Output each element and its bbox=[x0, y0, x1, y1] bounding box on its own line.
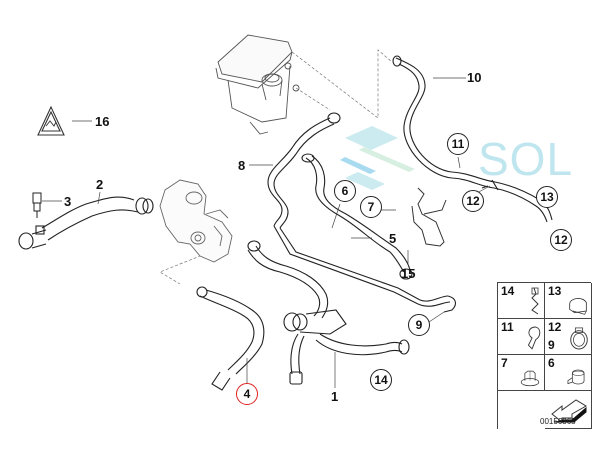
callout-15: 15 bbox=[401, 266, 416, 281]
callout-9: 9 bbox=[408, 314, 430, 336]
temperature-sensor bbox=[32, 192, 42, 218]
expansion-tank bbox=[215, 34, 300, 135]
legend-cell-7: 7 bbox=[498, 355, 545, 391]
callout-10: 10 bbox=[467, 70, 482, 85]
callout-3: 3 bbox=[64, 194, 72, 209]
callout-2: 2 bbox=[96, 177, 104, 192]
hose-clamp-bracket-icon bbox=[569, 298, 587, 315]
nut-icon bbox=[520, 370, 540, 387]
callout-11: 11 bbox=[447, 133, 469, 155]
callout-12a: 12 bbox=[462, 190, 484, 212]
legend-number: 12 bbox=[548, 320, 562, 334]
bracket-15 bbox=[411, 187, 447, 247]
legend-cell-13: 13 bbox=[545, 283, 592, 319]
callout-6: 6 bbox=[334, 180, 356, 202]
hose-1 bbox=[247, 240, 410, 385]
diagram-code: 00156365 bbox=[540, 417, 576, 426]
arrow-icon bbox=[551, 399, 587, 424]
clip-icon bbox=[527, 326, 541, 350]
legend-number: 7 bbox=[501, 356, 508, 370]
dashed-leaders bbox=[159, 49, 393, 285]
legend-direction-cell bbox=[545, 391, 592, 429]
callout-16: 16 bbox=[95, 114, 110, 129]
legend-cell-12-9: 12 9 bbox=[545, 319, 592, 355]
clamp-icon bbox=[567, 369, 585, 385]
legend-cell-11: 11 bbox=[498, 319, 545, 355]
callout-1: 1 bbox=[331, 389, 339, 404]
callout-8: 8 bbox=[238, 158, 246, 173]
legend-number: 13 bbox=[548, 284, 562, 298]
legend-number: 14 bbox=[501, 284, 515, 298]
leader-lines bbox=[42, 77, 491, 388]
hose-clamp-icon bbox=[570, 327, 588, 350]
legend-number: 11 bbox=[501, 320, 514, 334]
legend-number: 9 bbox=[548, 338, 555, 352]
clip-icon bbox=[531, 287, 539, 315]
hose-5 bbox=[301, 153, 413, 280]
water-pump-thermostat bbox=[159, 179, 233, 263]
callout-4: 4 bbox=[236, 383, 258, 405]
parts-legend: 14 13 11 12 9 7 6 bbox=[497, 282, 592, 429]
hose-8 bbox=[267, 112, 457, 313]
legend-cell-6: 6 bbox=[545, 355, 592, 391]
hose-4 bbox=[196, 286, 265, 391]
callout-12b: 12 bbox=[550, 229, 572, 251]
watermark-logo bbox=[340, 126, 415, 190]
watermark-text: SOL bbox=[478, 133, 574, 185]
hose-2 bbox=[18, 196, 154, 250]
legend-number: 6 bbox=[548, 356, 555, 370]
callout-7: 7 bbox=[360, 196, 382, 218]
callout-14: 14 bbox=[370, 369, 392, 391]
callout-5: 5 bbox=[389, 231, 397, 246]
callout-13: 13 bbox=[536, 186, 558, 208]
legend-cell-14: 14 bbox=[498, 283, 545, 319]
warning-sticker bbox=[37, 105, 65, 136]
